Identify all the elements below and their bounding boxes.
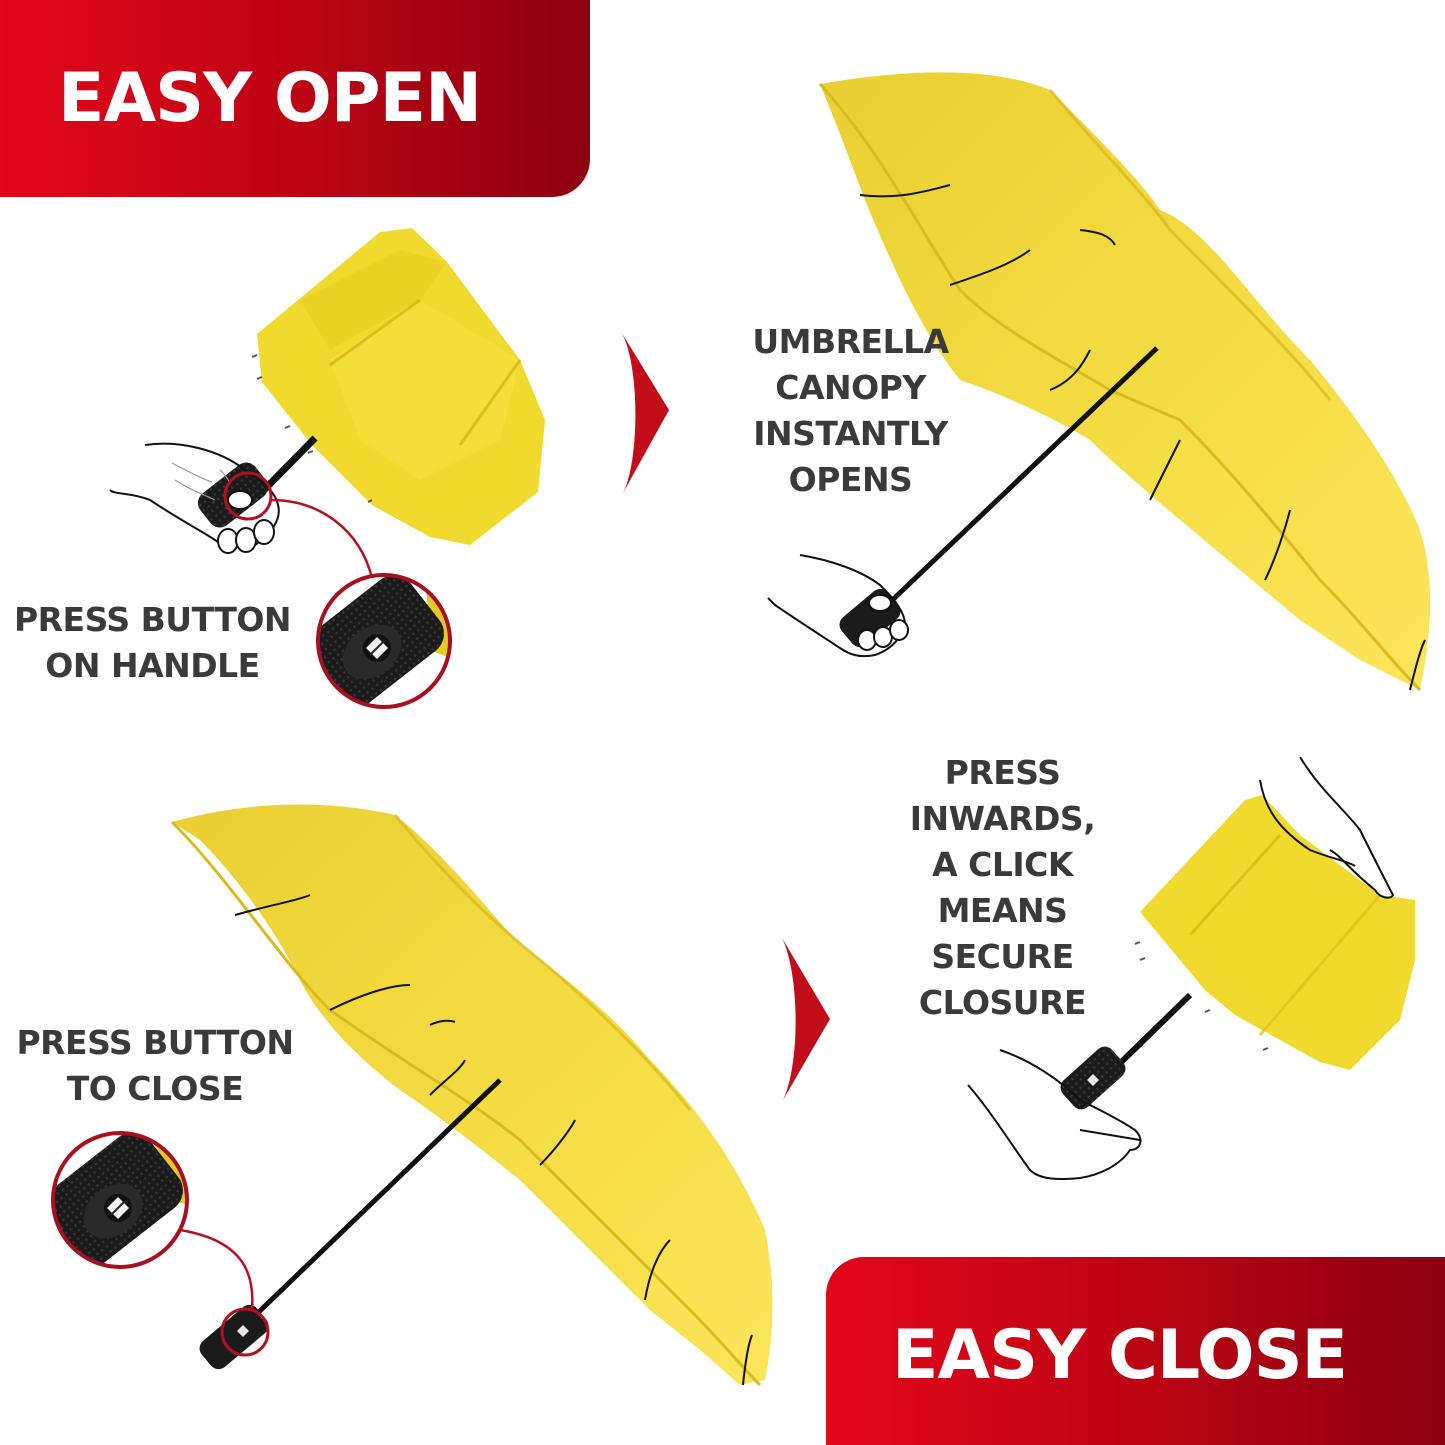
step3-button-callout bbox=[51, 1131, 270, 1357]
easy-close-banner: EASY CLOSE bbox=[826, 1257, 1445, 1445]
chevron-right-icon bbox=[620, 330, 669, 493]
diamond-button-icon bbox=[366, 637, 388, 659]
caption-line: MEANS bbox=[937, 891, 1068, 930]
caption-line: PRESS BUTTON bbox=[13, 600, 292, 639]
handle-2 bbox=[199, 1304, 269, 1370]
caption-line: UMBRELLA bbox=[752, 322, 949, 361]
caption-press-button-to-close: PRESS BUTTON TO CLOSE bbox=[0, 1020, 310, 1112]
closed-canopy bbox=[257, 228, 545, 545]
caption-line: SECURE bbox=[931, 937, 1074, 976]
caption-line: ON HANDLE bbox=[45, 646, 260, 685]
closed-canopy-2 bbox=[1140, 795, 1415, 1070]
chevron-right-icon-2 bbox=[782, 938, 830, 1100]
diamond-button-icon-2 bbox=[107, 1197, 129, 1219]
hand-pressing-down-icon bbox=[1259, 756, 1395, 899]
caption-line: CANOPY bbox=[775, 368, 926, 407]
caption-line: A CLICK bbox=[932, 845, 1073, 884]
hand-holding-icon bbox=[767, 554, 909, 658]
easy-open-title: EASY OPEN bbox=[58, 59, 482, 138]
caption-line: PRESS bbox=[944, 753, 1061, 792]
hand-pressing-icon bbox=[109, 442, 280, 554]
caption-press-inwards: PRESS INWARDS, A CLICK MEANS SECURE CLOS… bbox=[885, 750, 1120, 1026]
easy-open-banner: EASY OPEN bbox=[0, 0, 590, 197]
easy-close-title: EASY CLOSE bbox=[892, 1315, 1348, 1395]
caption-line: PRESS BUTTON bbox=[16, 1023, 294, 1062]
caption-line: INWARDS, bbox=[909, 799, 1096, 838]
diamond-button-small-icon bbox=[237, 1325, 249, 1337]
step1-closed-umbrella bbox=[109, 228, 545, 554]
caption-canopy-instantly-opens: UMBRELLA CANOPY INSTANTLY OPENS bbox=[728, 319, 973, 503]
hand-cradling-icon bbox=[967, 1049, 1142, 1180]
caption-line: INSTANTLY bbox=[753, 414, 948, 453]
caption-press-button-on-handle: PRESS BUTTON ON HANDLE bbox=[0, 597, 305, 689]
caption-line: TO CLOSE bbox=[66, 1069, 244, 1108]
caption-line: CLOSURE bbox=[918, 983, 1087, 1022]
handle bbox=[197, 462, 269, 528]
caption-line: OPENS bbox=[788, 460, 913, 499]
